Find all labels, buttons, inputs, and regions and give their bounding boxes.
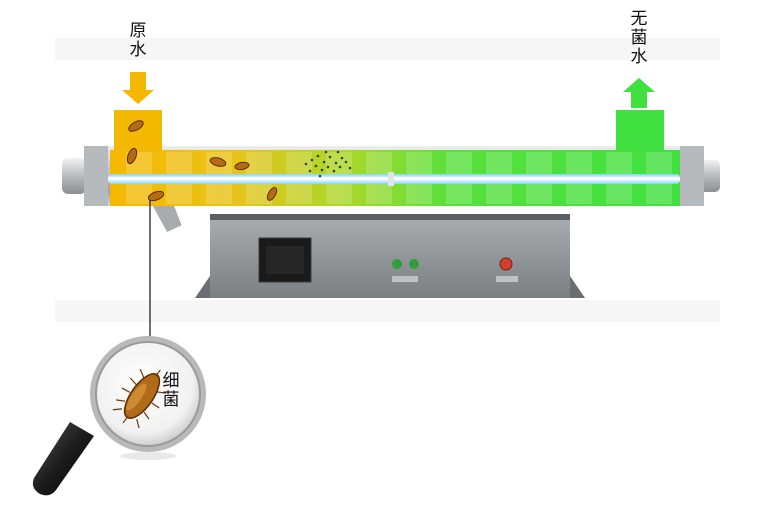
magnifying-glass-icon [32,336,206,496]
outlet-riser [616,110,664,150]
dead-bacteria-cloud [304,150,352,178]
bacterium-icon [126,147,138,165]
background-band-bottom [55,300,720,322]
outlet-label-char: 无 [630,9,648,29]
indicator-light-green-1 [392,259,402,269]
bacteria-label-char: 细 [162,371,180,391]
background-band-top [55,38,720,60]
bacterium-icon [128,120,144,132]
bacteria-label: 细 菌 [160,372,182,410]
bacterium-icon [266,187,278,201]
bacterium-icon [234,161,250,171]
inlet-label-char: 原 [129,21,147,41]
outlet-label-char: 菌 [630,28,648,48]
bacteria-group [126,120,278,202]
bacteria-label-char: 菌 [162,390,180,410]
indicator-light-green-2 [409,259,419,269]
arrow-down-icon [122,72,154,104]
inlet-water-label: 原 水 [127,22,149,60]
sterile-water-label: 无 菌 水 [628,10,650,67]
inlet-label-char: 水 [129,40,147,60]
outlet-label-char: 水 [630,47,648,67]
control-cabinet [195,214,585,298]
indicator-light-red [499,257,513,271]
bacterium-icon [112,368,167,429]
bacterium-icon [147,190,165,202]
arrow-up-icon [623,78,655,108]
bacterium-icon [209,157,227,167]
